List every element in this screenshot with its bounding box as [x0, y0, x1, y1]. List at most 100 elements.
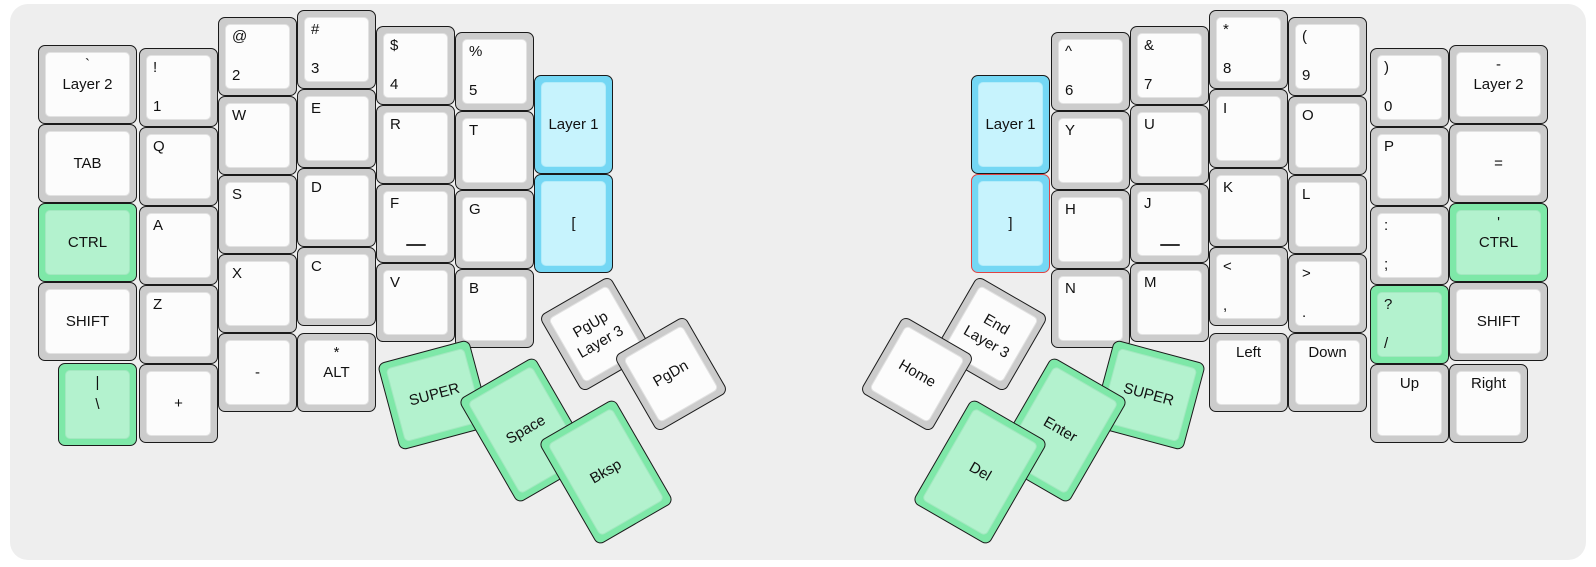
key-r-c6-r3[interactable]: SHIFT	[1449, 282, 1548, 361]
key-legend-main: CTRL	[1478, 233, 1519, 251]
key-l-c2-r4[interactable]: -	[218, 333, 297, 412]
key-l-c3-r0[interactable]: #3	[297, 10, 376, 89]
key-l-c1-r3[interactable]: Z	[139, 285, 218, 364]
key-legend-top: B	[469, 280, 480, 297]
keycap: Q	[146, 134, 211, 199]
keycap: I	[1216, 96, 1281, 161]
keycap: -	[225, 340, 290, 405]
keycap: P	[1377, 134, 1442, 199]
key-r-c4-r4[interactable]: Down	[1288, 333, 1367, 412]
keycap: -Layer 2	[1456, 52, 1541, 117]
key-l-c4-r1[interactable]: R	[376, 105, 455, 184]
key-legend-top: N	[1065, 280, 1076, 297]
key-r-c3-r1[interactable]: I	[1209, 89, 1288, 168]
key-r-c6-r4[interactable]: Right	[1449, 364, 1528, 443]
key-r-c4-r2[interactable]: L	[1288, 175, 1367, 254]
key-r-c1-r1[interactable]: Y	[1051, 111, 1130, 190]
key-legend-top: M	[1144, 274, 1157, 291]
key-r-c1-r0[interactable]: ^6	[1051, 32, 1130, 111]
key-r-c4-r1[interactable]: O	[1288, 96, 1367, 175]
key-l-c2-r2[interactable]: S	[218, 175, 297, 254]
key-l-c0-r3[interactable]: SHIFT	[38, 282, 137, 361]
keycap: @2	[225, 24, 290, 89]
keycap: M	[1137, 270, 1202, 335]
keycap: O	[1295, 103, 1360, 168]
key-legend-top: J	[1144, 195, 1152, 212]
key-r-c2-r2[interactable]: J	[1130, 184, 1209, 263]
key-legend-main: ;	[1384, 256, 1389, 274]
key-l-c3-r2[interactable]: D	[297, 168, 376, 247]
keycap: #3	[304, 17, 369, 82]
key-r-c5-r0[interactable]: )0	[1370, 48, 1449, 127]
key-legend-top: $	[390, 37, 399, 54]
key-l-c5-r0[interactable]: %5	[455, 32, 534, 111]
key-r-c3-r0[interactable]: *8	[1209, 10, 1288, 89]
keycap: L	[1295, 182, 1360, 247]
key-l-c0-r4[interactable]: |\	[58, 363, 137, 446]
key-legend-top: ?	[1384, 296, 1393, 313]
keycap: R	[383, 112, 448, 177]
keycap: K	[1216, 175, 1281, 240]
key-r-c4-r0[interactable]: (9	[1288, 17, 1367, 96]
key-l-c4-r3[interactable]: V	[376, 263, 455, 342]
key-legend-main: TAB	[73, 154, 102, 172]
keycap: D	[304, 175, 369, 240]
key-legend-main: SHIFT	[65, 312, 110, 330]
key-l-c0-r2[interactable]: CTRL	[38, 203, 137, 282]
key-r-c6-r2[interactable]: ' CTRL	[1449, 203, 1548, 282]
key-r-c6-r1[interactable]: =	[1449, 124, 1548, 203]
key-l-c1-r4[interactable]: +	[139, 364, 218, 443]
key-legend-top: :	[1384, 217, 1389, 234]
keycap: ?/	[1377, 292, 1442, 357]
keycap: `Layer 2	[45, 52, 130, 117]
key-r-c2-r3[interactable]: M	[1130, 263, 1209, 342]
key-l-c3-r4[interactable]: *ALT	[297, 333, 376, 412]
key-r-c1-r3[interactable]: N	[1051, 269, 1130, 348]
key-legend-top: |	[95, 374, 100, 391]
key-l-c1-r2[interactable]: A	[139, 206, 218, 285]
key-r-c5-r4[interactable]: Up	[1370, 364, 1449, 443]
key-l-c1-r0[interactable]: !1	[139, 48, 218, 127]
key-r-c1-r2[interactable]: H	[1051, 190, 1130, 269]
key-r-c3-r2[interactable]: K	[1209, 168, 1288, 247]
key-legend-top: Right	[1470, 375, 1507, 392]
keycap: Left	[1216, 340, 1281, 405]
key-r-c2-r0[interactable]: &7	[1130, 26, 1209, 105]
key-r-c6-r0[interactable]: -Layer 2	[1449, 45, 1548, 124]
key-l-c5-r1[interactable]: T	[455, 111, 534, 190]
key-legend-top: I	[1223, 100, 1228, 117]
key-r-c5-r1[interactable]: P	[1370, 127, 1449, 206]
key-l-c5-r2[interactable]: G	[455, 190, 534, 269]
key-legend-main: 4	[390, 76, 399, 94]
keycap: Layer 1	[978, 82, 1043, 167]
key-l-c4-r0[interactable]: $4	[376, 26, 455, 105]
key-legend-top: D	[311, 179, 322, 196]
key-r-c5-r3[interactable]: ?/	[1370, 285, 1449, 364]
key-l-c0-r1[interactable]: TAB	[38, 124, 137, 203]
key-legend-top: )	[1384, 59, 1389, 76]
key-l-c1-r1[interactable]: Q	[139, 127, 218, 206]
key-legend-top: '	[1497, 214, 1500, 231]
key-l-c6-r1[interactable]: [	[534, 174, 613, 273]
key-l-c3-r3[interactable]: C	[297, 247, 376, 326]
key-r-c4-r3[interactable]: >.	[1288, 254, 1367, 333]
key-l-c0-r0[interactable]: `Layer 2	[38, 45, 137, 124]
keycap: >.	[1295, 261, 1360, 326]
key-r-c3-r3[interactable]: <,	[1209, 247, 1288, 326]
key-r-c2-r1[interactable]: U	[1130, 105, 1209, 184]
keycap: Layer 1	[541, 82, 606, 167]
key-l-c2-r3[interactable]: X	[218, 254, 297, 333]
key-legend-top: Down	[1308, 344, 1347, 361]
key-r-c5-r2[interactable]: :;	[1370, 206, 1449, 285]
key-l-c2-r0[interactable]: @2	[218, 17, 297, 96]
key-l-c2-r1[interactable]: W	[218, 96, 297, 175]
key-r-c3-r4[interactable]: Left	[1209, 333, 1288, 412]
key-r-c0-r1[interactable]: ]	[971, 174, 1050, 273]
key-l-c6-r0[interactable]: Layer 1	[534, 75, 613, 174]
key-l-c4-r2[interactable]: F	[376, 184, 455, 263]
key-l-c5-r3[interactable]: B	[455, 269, 534, 348]
key-legend-top: >	[1302, 265, 1311, 282]
key-r-c0-r0[interactable]: Layer 1	[971, 75, 1050, 174]
key-legend-top: L	[1302, 186, 1311, 203]
key-l-c3-r1[interactable]: E	[297, 89, 376, 168]
